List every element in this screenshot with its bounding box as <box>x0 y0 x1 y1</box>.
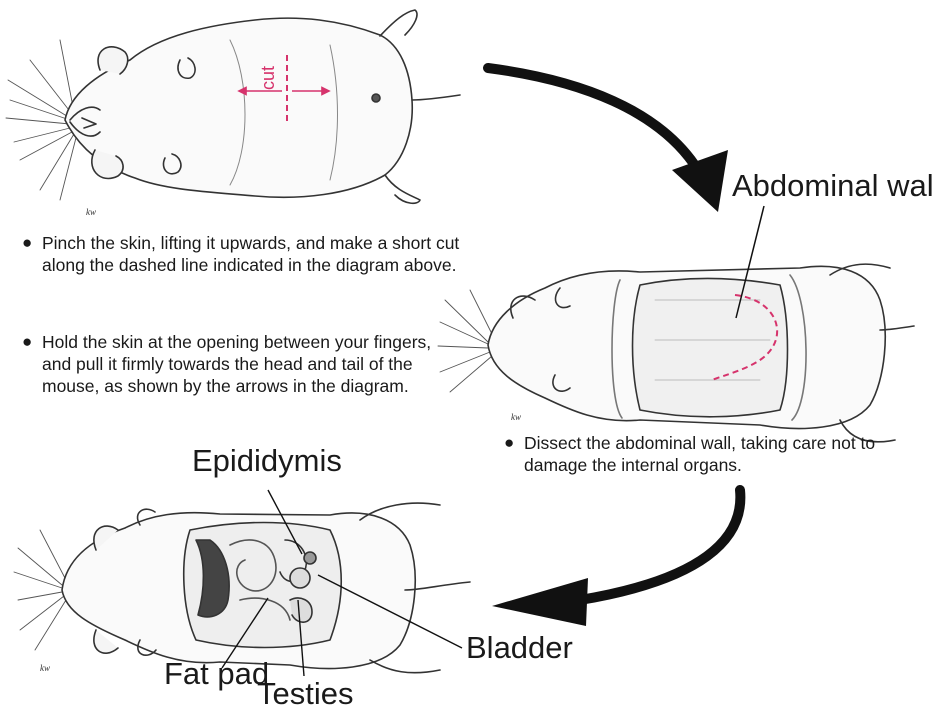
step-text: Dissect the abdominal wall, taking care … <box>504 432 924 476</box>
artist-signature: kw <box>86 207 96 217</box>
label-testies: Testies <box>257 676 353 712</box>
mouse-dissected <box>14 503 470 673</box>
bullet-icon: ● <box>22 331 32 353</box>
step-note: ● Hold the skin at the opening between y… <box>22 331 462 397</box>
mouse-intact <box>6 10 460 203</box>
artist-signature: kw <box>511 412 521 422</box>
step-note: ● Pinch the skin, lifting it upwards, an… <box>22 232 472 276</box>
label-epididymis: Epididymis <box>192 443 342 479</box>
mouse-skinned <box>438 264 914 442</box>
step-text: Hold the skin at the opening between you… <box>22 331 462 397</box>
cut-label: cut <box>258 66 279 90</box>
bullet-icon: ● <box>22 232 32 254</box>
step-text: Pinch the skin, lifting it upwards, and … <box>22 232 472 276</box>
artist-signature: kw <box>40 663 50 673</box>
bullet-icon: ● <box>504 432 514 454</box>
label-fat-pad: Fat pad <box>164 656 269 692</box>
flow-arrow-2 <box>492 490 740 626</box>
step-note: ● Dissect the abdominal wall, taking car… <box>504 432 924 476</box>
flow-arrow-1 <box>488 68 728 212</box>
label-bladder: Bladder <box>466 630 573 666</box>
label-abdominal-wall: Abdominal wall <box>732 168 934 204</box>
